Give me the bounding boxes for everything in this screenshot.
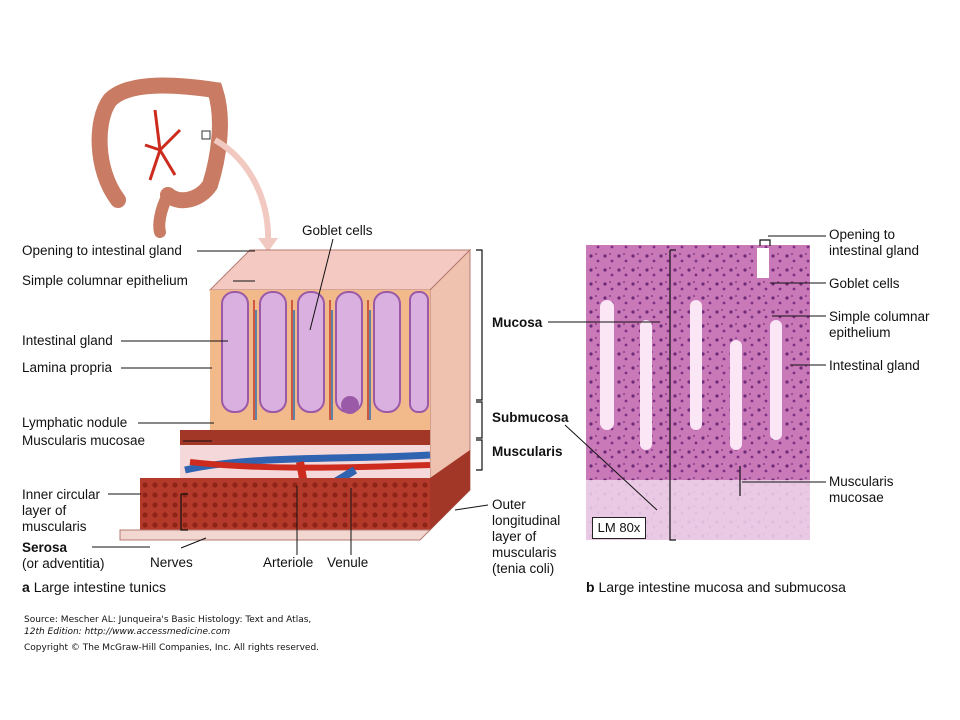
source-line-2: 12th Edition: http://www.accessmedicine.… [24,627,231,637]
label-inner-circular-2: layer of [22,503,67,518]
caption-b-text: Large intestine mucosa and submucosa [598,579,846,595]
caption-b-letter: b [586,579,595,595]
leader-lines [92,235,826,555]
label-inner-circular-3: muscularis [22,519,87,534]
label-outer-2: longitudinal [492,513,561,528]
label-outer-5: (tenia coli) [492,561,555,576]
label-outer-3: layer of [492,529,537,544]
label-r-goblet: Goblet cells [829,276,900,291]
intestinal-glands [221,291,429,413]
label-venule: Venule [327,555,369,570]
label-nerves: Nerves [150,555,193,570]
label-r-simple-2: epithelium [829,325,891,340]
label-outer-1: Outer [492,497,526,512]
caption-b: b Large intestine mucosa and submucosa [586,579,846,595]
caption-a-letter: a [22,579,30,595]
source-line-1: Source: Mescher AL: Junqueira's Basic Hi… [24,615,312,625]
label-r-mm-1: Muscularis [829,474,894,489]
label-r-gland: Intestinal gland [829,358,920,373]
label-intestinal-gland: Intestinal gland [22,333,113,348]
label-muscularis-mucosae: Muscularis mucosae [22,433,146,448]
label-r-opening-2: intestinal gland [829,243,920,258]
label-r-opening-1: Opening to [829,227,896,242]
label-lymphatic-nodule: Lymphatic nodule [22,415,128,430]
label-simple-columnar: Simple columnar epithelium [22,273,188,288]
magnification-label: LM 80x [592,517,646,539]
label-mucosa: Mucosa [492,315,543,330]
label-outer-4: muscularis [492,545,557,560]
label-serosa: Serosa [22,540,68,555]
label-r-mm-2: mucosae [829,490,884,505]
label-goblet-cells: Goblet cells [302,223,373,238]
label-submucosa: Submucosa [492,410,569,425]
label-arteriole: Arteriole [263,555,314,570]
label-muscularis: Muscularis [492,444,563,459]
colon-overview-icon [91,77,228,238]
copyright-line: Copyright © The McGraw-Hill Companies, I… [24,643,320,653]
lymphatic-nodule-shape [341,396,359,414]
layer-brackets [180,239,771,541]
label-lamina-propria: Lamina propria [22,360,113,375]
zoom-arrow [213,137,272,246]
histology-micrograph [586,245,810,540]
label-serosa-alt: (or adventitia) [22,556,105,571]
label-inner-circular-1: Inner circular [22,487,101,502]
label-opening-gland: Opening to intestinal gland [22,243,182,258]
caption-a-text: Large intestine tunics [33,579,166,595]
label-r-simple-1: Simple columnar [829,309,930,324]
caption-a: a Large intestine tunics [22,579,166,595]
